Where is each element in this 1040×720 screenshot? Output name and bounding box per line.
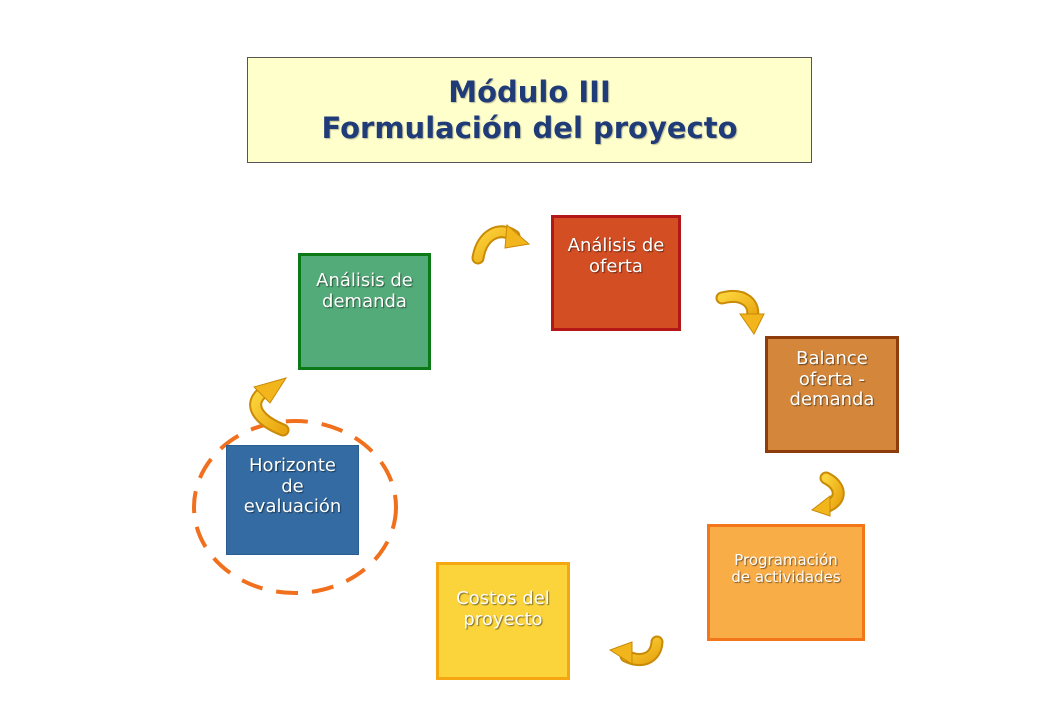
node-analisis-oferta: Análisis de oferta <box>551 215 681 331</box>
node-label-line: oferta <box>589 255 643 277</box>
node-label-line: Análisis de <box>316 270 413 291</box>
curved-arrow-icon <box>608 635 664 666</box>
highlight-circle <box>192 419 398 595</box>
node-costos-proyecto: Costos del proyecto <box>436 562 570 680</box>
node-label-line: Análisis de <box>567 235 665 256</box>
node-label-line: oferta - <box>798 368 866 390</box>
title-line-2: Formulación del proyecto <box>321 111 738 145</box>
node-programacion-actividades: Programación de actividades <box>707 524 865 641</box>
title-box: Módulo III Formulación del proyecto <box>247 57 812 163</box>
title-line-1: Módulo III <box>448 75 611 109</box>
node-label-line: demanda <box>789 389 875 411</box>
curved-arrow-icon <box>715 290 765 335</box>
curved-arrow-icon <box>471 223 531 265</box>
node-label-line: de <box>281 475 304 497</box>
node-label-line: Costos del <box>456 588 550 609</box>
node-horizonte-evaluacion: Horizonte de evaluación <box>226 445 359 555</box>
node-balance-oferta-demanda: Balance oferta - demanda <box>765 336 899 453</box>
node-label-line: demanda <box>322 290 407 312</box>
curved-arrow-icon <box>810 471 845 517</box>
node-label-line: Programación <box>734 551 838 569</box>
node-label-line: de actividades <box>731 568 841 587</box>
node-label-line: Balance <box>796 348 868 369</box>
node-analisis-demanda: Análisis de demanda <box>298 253 431 370</box>
node-label-line: proyecto <box>463 608 543 630</box>
curved-arrow-icon <box>249 377 290 437</box>
node-label-line: Horizonte <box>249 455 336 476</box>
node-label-line: evaluación <box>243 496 342 518</box>
